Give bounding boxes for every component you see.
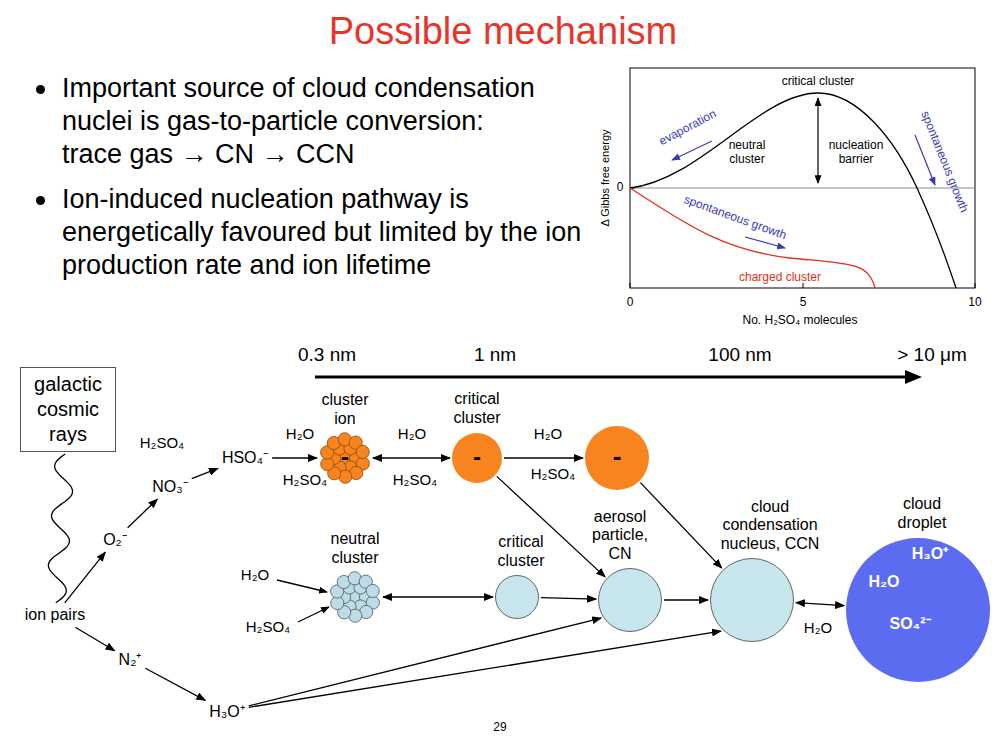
reactant-label: H₂O xyxy=(241,566,269,583)
reaction-arrow xyxy=(272,457,317,458)
particle-text: SO₄²⁻ xyxy=(889,615,930,633)
reactant-label: H₂SO₄ xyxy=(531,465,575,482)
reactant-arrow xyxy=(277,580,327,592)
reaction-arrow xyxy=(249,618,601,706)
slide-title: Possible mechanism xyxy=(329,10,677,54)
plot-frame xyxy=(630,68,975,288)
bullet-text: Ion-induced nucleation pathway is energe… xyxy=(62,183,590,282)
reaction-arrow xyxy=(664,599,708,600)
chart-label: charged cluster xyxy=(739,271,821,285)
species-node: NO₃⁻ xyxy=(150,477,190,497)
species-node: HSO₄⁻ xyxy=(220,448,270,468)
reactant-label: H₂SO₄ xyxy=(246,618,290,635)
species-text: ion pairs xyxy=(25,606,85,624)
reactant-arrow xyxy=(298,607,329,622)
reaction-arrow xyxy=(128,499,158,528)
particle-text: - xyxy=(613,442,622,472)
scale-label: 100 nm xyxy=(708,344,771,366)
edge-label: H₂O xyxy=(284,425,316,442)
size-scale xyxy=(315,370,922,384)
particle-text: - xyxy=(473,443,481,471)
reaction-arrow xyxy=(796,603,844,606)
molecule-cluster xyxy=(333,575,377,619)
chart-label: 10 xyxy=(968,296,981,310)
particle-text: - xyxy=(341,443,349,471)
reaction-arrow xyxy=(192,468,218,478)
source-box: galactic cosmic rays xyxy=(20,367,116,452)
reactant-label: 29 xyxy=(493,721,506,735)
energy-chart xyxy=(630,68,975,288)
particle-circle: cluster ion- xyxy=(323,436,367,480)
reaction-arrow xyxy=(541,598,596,599)
bullet-list: Important source of cloud condensation n… xyxy=(62,72,590,282)
species-node: ion pairs xyxy=(23,605,87,625)
charged-curve xyxy=(630,188,875,288)
reactant-label: H₂SO₄ xyxy=(283,471,327,488)
particle-circle: cloud dropletH₃O⁺H₂OSO₄²⁻ xyxy=(846,538,990,682)
species-node: N₂⁺ xyxy=(117,650,144,670)
zero-line xyxy=(630,188,975,189)
reaction-arrow xyxy=(640,483,721,568)
particle-circle: cloud condensation nucleus, CCN xyxy=(710,558,794,642)
reaction-arrow xyxy=(249,631,721,707)
species-text: H₃O⁺ xyxy=(209,703,245,721)
chart-label: spontaneous growth xyxy=(682,193,788,243)
species-text: HSO₄⁻ xyxy=(222,449,268,467)
particle-caption: critical cluster xyxy=(442,390,512,427)
reactant-label: H₂SO₄ xyxy=(393,471,437,488)
chart-label: nucleation barrier xyxy=(826,139,886,167)
cosmic-ray-path xyxy=(48,454,72,603)
scale-label: > 10 μm xyxy=(897,344,967,366)
molecule xyxy=(356,445,369,458)
particle-caption: neutral cluster xyxy=(325,530,385,567)
particle-caption: cluster ion xyxy=(315,391,375,428)
source-text: galactic cosmic rays xyxy=(25,372,111,447)
chart-label: 0 xyxy=(617,181,624,195)
particle-caption: cloud droplet xyxy=(887,495,957,532)
species-node: H₃O⁺ xyxy=(207,702,247,722)
reaction-arrow xyxy=(373,457,450,458)
reaction-arrow xyxy=(383,596,493,597)
particle-text: H₃O⁺ xyxy=(912,545,948,563)
scale-label: 1 nm xyxy=(474,344,516,366)
bullet-text: trace gas → CN → CCN xyxy=(62,138,590,171)
particle-circle: critical cluster- xyxy=(452,433,502,483)
scale-label: 0.3 nm xyxy=(298,344,356,366)
scale-arrowhead xyxy=(905,370,922,384)
reaction-arrow xyxy=(145,668,205,700)
particle-circle: neutral cluster xyxy=(333,575,377,619)
chart-label: neutral cluster xyxy=(717,139,777,167)
chart-label: No. H₂SO₄ molecules xyxy=(743,314,858,328)
bullet-text: Important source of cloud condensation n… xyxy=(62,72,590,138)
chart-label: critical cluster xyxy=(782,75,855,89)
molecule xyxy=(366,584,379,597)
particle-caption: cloud condensation nucleus, CCN xyxy=(713,498,828,553)
edge-label: H₂O xyxy=(802,619,834,636)
particle-circle: critical cluster xyxy=(495,575,539,619)
scale-arrow xyxy=(315,376,906,379)
neutral-curve xyxy=(630,93,956,288)
particle-text: H₂O xyxy=(868,573,899,591)
chart-label: 5 xyxy=(800,296,807,310)
particle-circle: aerosol particle, CN xyxy=(598,568,662,632)
species-text: NO₃⁻ xyxy=(152,478,188,496)
reaction-arrow xyxy=(75,627,114,651)
species-node: O₂⁻ xyxy=(101,530,129,550)
particle-circle: - xyxy=(585,426,649,490)
edge-label: H₂O xyxy=(396,425,428,442)
particle-caption: critical cluster xyxy=(486,533,556,570)
edge-label: H₂SO₄ xyxy=(138,434,186,451)
chart-label: Δ Gibbs free energy xyxy=(599,129,612,226)
barrier-arrow xyxy=(817,98,818,183)
species-text: N₂⁺ xyxy=(119,651,142,669)
reaction-arrow xyxy=(504,457,583,458)
reactant-arrows xyxy=(277,580,329,622)
particle-caption: aerosol particle, CN xyxy=(580,508,660,563)
species-text: O₂⁻ xyxy=(103,531,127,549)
edge-label: H₂O xyxy=(532,425,564,442)
chart-label: 0 xyxy=(627,296,634,310)
reaction-arrow xyxy=(65,552,105,603)
annotation-arrow xyxy=(672,141,712,160)
